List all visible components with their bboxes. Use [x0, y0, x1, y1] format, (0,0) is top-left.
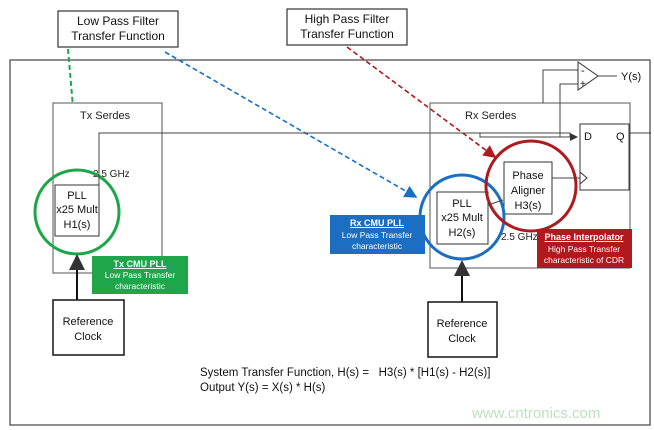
tx-ref-clock-line-1: Reference [63, 316, 114, 328]
rx-reference-clock-box: Reference Clock [427, 301, 498, 358]
amp-minus-input-line [542, 69, 578, 103]
tx-ref-clock-line-2: Clock [74, 331, 102, 343]
rx-cmu-pll-label: Rx CMU PLL Low Pass Transfer characteris… [330, 215, 425, 254]
rx-serdes-title: Rx Serdes [465, 110, 517, 122]
tx-freq-label: 2.5 GHz [93, 169, 130, 180]
phase-interpolator-label: Phase Interpolator High Pass Transfer ch… [537, 229, 632, 268]
low-pass-callout: Low Pass Filter Transfer Function [57, 10, 179, 48]
tx-pll-line-2: x25 Mult [56, 204, 98, 216]
flipflop-q-label: Q [616, 131, 625, 143]
tx-cmu-line-2: characteristic [115, 281, 166, 291]
data-to-flipflop-line [479, 133, 578, 141]
amp-plus-input-line [559, 83, 578, 137]
output-y-label: Y(s) [621, 71, 641, 83]
rx-cmu-line-1: Low Pass Transfer [342, 230, 413, 240]
watermark: www.cntronics.com [471, 405, 600, 422]
rx-pll-line-3: H2(s) [449, 227, 476, 239]
phase-interp-line-2: characteristic of CDR [544, 255, 624, 265]
output-amplifier: - + Y(s) [577, 61, 641, 91]
system-frame [9, 59, 651, 426]
aligner-line-3: H3(s) [515, 200, 542, 212]
tx-cmu-title: Tx CMU PLL [114, 259, 168, 269]
rx-ref-clock-line-2: Clock [448, 333, 476, 345]
rx-ref-clock-line-1: Reference [437, 318, 488, 330]
d-flipflop: D Q [579, 123, 630, 191]
tx-cmu-line-1: Low Pass Transfer [105, 270, 176, 280]
high-pass-callout-line-1: High Pass Filter [305, 12, 390, 26]
aligner-line-2: Aligner [511, 185, 546, 197]
tx-to-rx-signal-line [98, 132, 571, 190]
output-equation: Output Y(s) = X(s) * H(s) [200, 382, 326, 394]
flipflop-d-label: D [584, 131, 592, 143]
amp-plus-sign: + [580, 79, 586, 90]
amp-minus-sign: - [581, 65, 585, 77]
rx-pll-pointer-arrow [164, 51, 418, 198]
high-pass-pointer-arrow [346, 46, 497, 158]
low-pass-callout-line-1: Low Pass Filter [77, 14, 159, 28]
aligner-highlight-circle [484, 139, 578, 233]
tx-serdes-block: Tx Serdes 2.5 GHz PLL x25 Mult H1(s) [33, 102, 163, 274]
phase-interp-title: Phase Interpolator [544, 232, 624, 242]
aligner-line-1: Phase [512, 170, 543, 182]
tx-cmu-pll-label: Tx CMU PLL Low Pass Transfer characteris… [92, 256, 188, 294]
system-transfer-equation: System Transfer Function, H(s) = H3(s) *… [200, 367, 490, 379]
rx-pll-line-1: PLL [452, 198, 472, 210]
high-pass-callout-line-2: Transfer Function [300, 27, 394, 41]
tx-serdes-title: Tx Serdes [80, 110, 131, 122]
rx-cmu-title: Rx CMU PLL [350, 218, 405, 228]
rx-freq-label: 2.5 GHz [501, 232, 538, 243]
high-pass-callout: High Pass Filter Transfer Function [286, 8, 408, 46]
rx-pll-line-2: x25 Mult [441, 212, 483, 224]
pll-to-aligner-line [487, 199, 504, 206]
tx-pll-line-1: PLL [67, 190, 87, 202]
rx-cmu-line-2: characteristic [352, 241, 403, 251]
tx-reference-clock-box: Reference Clock [52, 299, 125, 356]
low-pass-callout-line-2: Transfer Function [71, 29, 165, 43]
tx-pll-line-3: H1(s) [64, 219, 91, 231]
rx-serdes-block: Rx Serdes 2.5 GHz PLL x25 Mult H2(s) Pha… [418, 102, 631, 269]
phase-interp-line-1: High Pass Transfer [548, 244, 620, 254]
